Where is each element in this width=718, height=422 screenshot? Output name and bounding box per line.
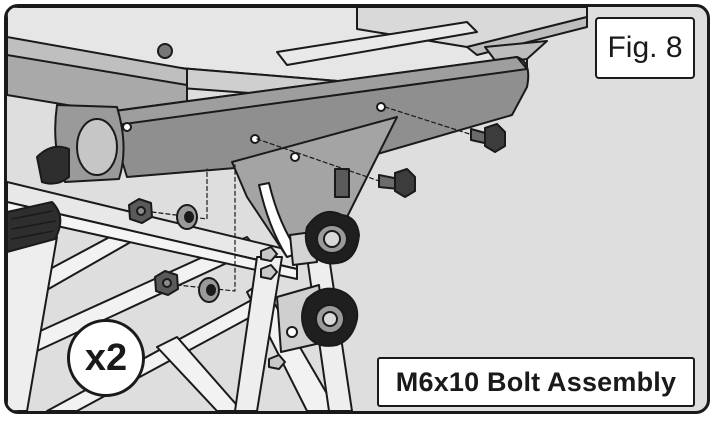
handle-assembly: [7, 104, 125, 253]
figure-label: Fig. 8: [595, 17, 695, 79]
assembly-caption: M6x10 Bolt Assembly: [377, 357, 695, 407]
quantity-badge: x2: [67, 319, 145, 397]
bracket-nuts: [260, 246, 286, 370]
bolt-icon: [378, 168, 416, 198]
washer-icon: [176, 204, 198, 230]
assembly-guide-lines: [151, 106, 480, 292]
bolt-icon: [470, 123, 506, 153]
nut-icon: [128, 198, 153, 224]
washer-icon: [198, 277, 220, 303]
knob-icon: [276, 284, 359, 353]
knob-icon: [289, 211, 360, 266]
assembly-illustration: [7, 7, 588, 411]
nut-icon: [154, 270, 179, 296]
diagram-frame: Fig. 8 x2 M6x10 Bolt Assembly: [4, 4, 710, 414]
bracket-flange: [484, 40, 548, 64]
